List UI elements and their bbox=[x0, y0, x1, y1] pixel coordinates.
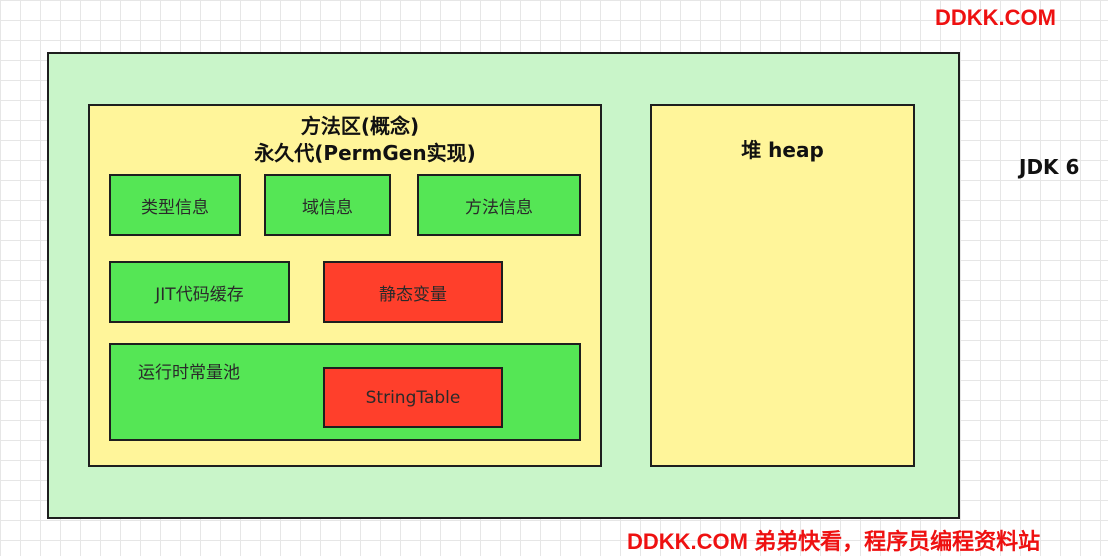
type-info-label: 类型信息 bbox=[141, 197, 209, 218]
method-info-box: 方法信息 bbox=[417, 174, 581, 236]
static-vars-box: 静态变量 bbox=[323, 261, 503, 323]
watermark-bottom: DDKK.COM 弟弟快看，程序员编程资料站 bbox=[627, 529, 1041, 554]
heap-box bbox=[650, 104, 915, 467]
permgen-title: 永久代(PermGen实现) bbox=[254, 141, 476, 165]
method-area-title: 方法区(概念) bbox=[300, 114, 420, 138]
string-table-box: StringTable bbox=[323, 367, 503, 428]
heap-title: 堆 heap bbox=[741, 138, 824, 162]
watermark-top: DDKK.COM bbox=[935, 5, 1056, 30]
method-info-label: 方法信息 bbox=[465, 197, 533, 218]
field-info-box: 域信息 bbox=[264, 174, 391, 236]
field-info-label: 域信息 bbox=[302, 197, 353, 218]
jdk-version-label: JDK 6 bbox=[1019, 155, 1080, 179]
constant-pool-label: 运行时常量池 bbox=[138, 363, 240, 383]
string-table-label: StringTable bbox=[365, 387, 461, 408]
type-info-box: 类型信息 bbox=[109, 174, 241, 236]
jit-cache-box: JIT代码缓存 bbox=[109, 261, 290, 323]
jit-cache-label: JIT代码缓存 bbox=[155, 284, 244, 305]
static-vars-label: 静态变量 bbox=[379, 284, 447, 305]
